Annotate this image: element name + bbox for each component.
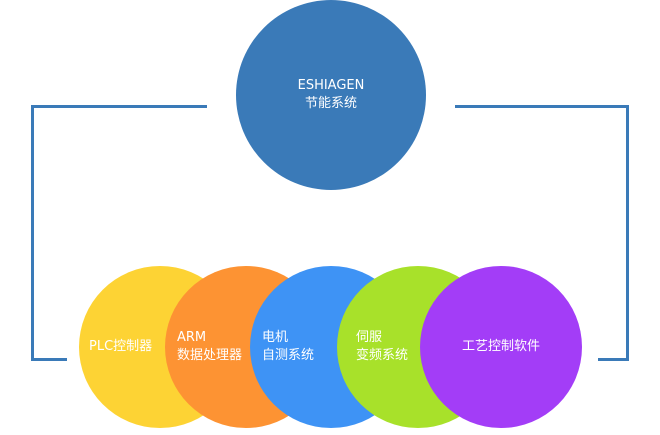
connector-left-vertical: [31, 105, 34, 361]
hub-circle: ESHIAGEN 节能系统: [236, 0, 426, 190]
connector-left-top: [31, 105, 207, 108]
hub-label: ESHIAGEN 节能系统: [298, 77, 365, 113]
node-label: ARM 数据处理器: [177, 329, 242, 365]
node-label: 工艺控制软件: [462, 338, 540, 356]
node-label-line: PLC控制器: [89, 339, 153, 354]
hub-subtitle: 节能系统: [304, 96, 357, 111]
connector-right-top: [455, 105, 629, 108]
hub-title: ESHIAGEN: [297, 78, 365, 93]
node-label: 伺服 变频系统: [356, 329, 408, 365]
node-label-line: 自测系统: [262, 348, 315, 363]
node-label-line: ARM: [177, 330, 207, 345]
node-label: PLC控制器: [89, 338, 152, 356]
node-label-line: 数据处理器: [177, 348, 243, 363]
connector-right-vertical: [626, 105, 629, 361]
node-label-line: 工艺控制软件: [461, 339, 540, 354]
node-label-line: 电机: [262, 330, 289, 345]
node-label: 电机 自测系统: [262, 329, 314, 365]
connector-left-bottom: [31, 358, 67, 361]
node-label-line: 变频系统: [356, 348, 409, 363]
connector-right-bottom: [598, 358, 629, 361]
node-process-software: 工艺控制软件: [420, 266, 582, 428]
node-label-line: 伺服: [356, 330, 383, 345]
